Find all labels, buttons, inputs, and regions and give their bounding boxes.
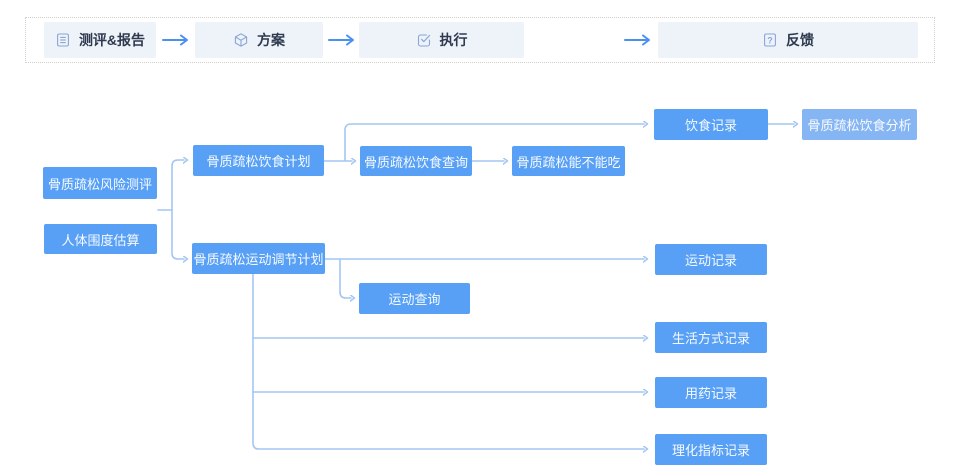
stage-label: 执行 bbox=[439, 32, 468, 48]
stage-plan: 方案 bbox=[195, 22, 323, 58]
node-body-circumference: 人体围度估算 bbox=[44, 224, 157, 254]
node-physicochemical-record: 理化指标记录 bbox=[655, 434, 767, 465]
report-list-icon bbox=[56, 33, 69, 47]
check-square-icon bbox=[417, 34, 430, 47]
node-exercise-query: 运动查询 bbox=[359, 283, 470, 314]
node-diet-edible: 骨质疏松能不能吃 bbox=[512, 146, 625, 176]
node-medication-record: 用药记录 bbox=[655, 377, 767, 408]
edge-to-exercise-plan bbox=[171, 209, 184, 259]
svg-text:?: ? bbox=[767, 35, 773, 45]
edge-explan-to-exquery bbox=[339, 258, 351, 298]
node-exercise-record: 运动记录 bbox=[655, 244, 767, 275]
stage-label: 测评&报告 bbox=[78, 32, 146, 48]
cube-icon bbox=[234, 33, 248, 47]
stage-label: 方案 bbox=[257, 32, 285, 48]
stage-arrow-icon bbox=[162, 34, 188, 46]
node-diet-record: 饮食记录 bbox=[654, 109, 768, 140]
node-diet-plan: 骨质疏松饮食计划 bbox=[193, 145, 324, 176]
stage-arrow-icon bbox=[624, 34, 650, 46]
stage-arrow-icon bbox=[328, 34, 354, 46]
node-diet-analysis: 骨质疏松饮食分析 bbox=[802, 109, 917, 140]
node-exercise-plan: 骨质疏松运动调节计划 bbox=[192, 243, 325, 274]
stage-bar: 测评&报告 方案 执行 bbox=[25, 17, 935, 63]
edge-to-diet-plan bbox=[171, 160, 184, 211]
question-square-icon: ? bbox=[764, 33, 776, 47]
stage-feedback: ? 反馈 bbox=[658, 22, 918, 58]
node-lifestyle-record: 生活方式记录 bbox=[655, 322, 767, 353]
stage-label: 反馈 bbox=[786, 32, 814, 48]
node-risk-assessment: 骨质疏松风险测评 bbox=[43, 167, 157, 199]
stage-execution: 执行 bbox=[359, 22, 524, 58]
node-diet-query: 骨质疏松饮食查询 bbox=[360, 146, 472, 176]
stage-assessment-report: 测评&报告 bbox=[44, 22, 156, 58]
